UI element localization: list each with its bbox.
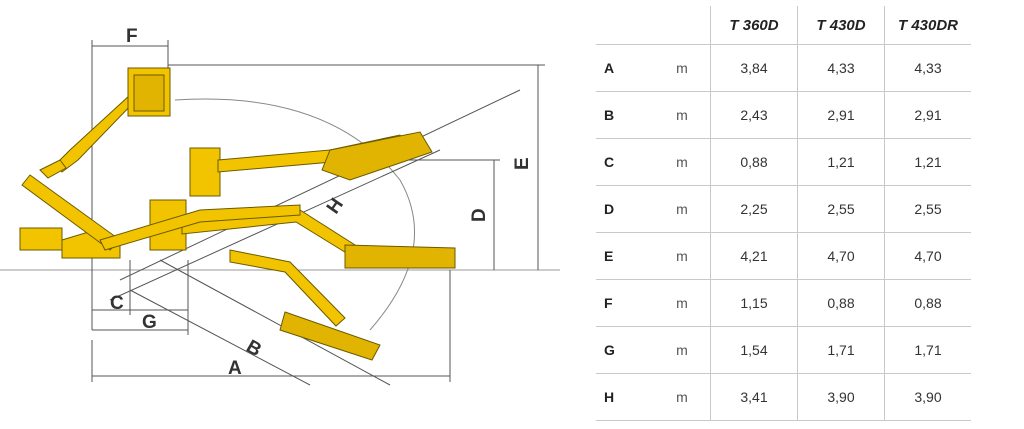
row-letter: E (604, 248, 614, 264)
row-value: 4,33 (914, 60, 942, 76)
row-value: 1,71 (914, 342, 942, 358)
row-unit: m (654, 326, 711, 374)
row-value: 4,21 (710, 232, 798, 280)
row-letter: B (604, 107, 615, 123)
row-value: 4,33 (797, 44, 885, 92)
row-value: 0,88 (797, 279, 885, 327)
table-row: A m 3,84 4,33 4,33 (596, 44, 971, 92)
table-row: G m 1,54 1,71 1,71 (596, 326, 971, 374)
table-row: F m 1,15 0,88 0,88 (596, 279, 971, 327)
row-letter: C (604, 154, 615, 170)
row-letter: F (604, 295, 613, 311)
reach-arc (174, 98, 416, 331)
row-unit: m (654, 185, 711, 233)
header-model-3: T 430DR (897, 16, 959, 34)
row-letter: D (604, 201, 615, 217)
row-value: 2,91 (914, 107, 942, 123)
dimension-lines (91, 40, 545, 386)
row-value: 3,90 (914, 389, 942, 405)
table-row: B m 2,43 2,91 2,91 (596, 91, 971, 139)
row-value: 0,88 (914, 295, 942, 311)
row-value: 2,25 (710, 185, 798, 233)
tractor-mower-illustration (19, 67, 456, 361)
row-value: 2,55 (797, 185, 885, 233)
label-C: C (110, 293, 124, 314)
row-unit: m (654, 373, 711, 421)
table-row: E m 4,21 4,70 4,70 (596, 232, 971, 280)
table-header-row: T 360D T 430D T 430DR (596, 6, 971, 45)
header-model-1: T 360D (710, 6, 798, 45)
row-value: 3,84 (710, 44, 798, 92)
row-value: 3,41 (710, 373, 798, 421)
row-value: 1,15 (710, 279, 798, 327)
row-unit: m (654, 91, 711, 139)
label-A: A (228, 358, 242, 379)
header-empty-unit (654, 6, 711, 45)
row-value: 1,21 (914, 154, 942, 170)
label-H: H (323, 195, 348, 218)
row-letter: H (604, 389, 615, 405)
row-value: 1,54 (710, 326, 798, 374)
label-F: F (126, 26, 138, 47)
row-letter: G (604, 342, 615, 358)
row-letter: A (604, 60, 615, 76)
table-row: H m 3,41 3,90 3,90 (596, 373, 971, 421)
label-B: B (243, 336, 265, 361)
label-G: G (142, 312, 157, 333)
row-value: 0,88 (710, 138, 798, 186)
label-E: E (512, 157, 533, 170)
header-model-2: T 430D (797, 6, 885, 45)
row-unit: m (654, 44, 711, 92)
row-unit: m (654, 232, 711, 280)
row-value: 2,43 (710, 91, 798, 139)
row-value: 4,70 (914, 248, 942, 264)
row-unit: m (654, 138, 711, 186)
row-value: 1,71 (797, 326, 885, 374)
row-value: 2,91 (797, 91, 885, 139)
header-empty (596, 6, 654, 45)
row-unit: m (654, 279, 711, 327)
row-value: 2,55 (914, 201, 942, 217)
table-row: D m 2,25 2,55 2,55 (596, 185, 971, 233)
label-D: D (469, 208, 490, 222)
table-row: C m 0,88 1,21 1,21 (596, 138, 971, 186)
row-value: 1,21 (797, 138, 885, 186)
dimensions-table: T 360D T 430D T 430DR A m 3,84 4,33 4,33… (596, 6, 971, 421)
row-value: 4,70 (797, 232, 885, 280)
reach-diagram: F E D H C G B A (0, 26, 560, 386)
row-value: 3,90 (797, 373, 885, 421)
